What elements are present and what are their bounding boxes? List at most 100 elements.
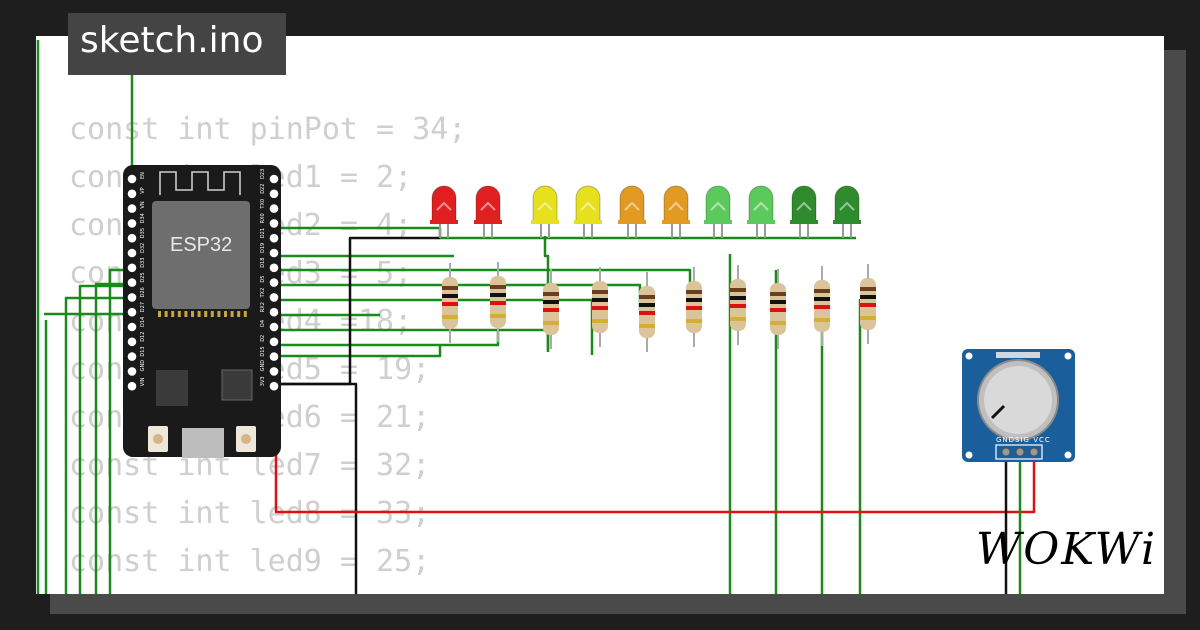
chip-pad [191, 311, 194, 317]
pin-left[interactable] [127, 337, 137, 347]
resistor-band [770, 292, 786, 296]
pin-right[interactable] [269, 352, 279, 361]
resistor[interactable] [814, 266, 830, 346]
pin-left[interactable] [127, 219, 137, 228]
wire-green[interactable] [78, 284, 131, 594]
wire-green[interactable] [270, 226, 442, 238]
pin-left[interactable] [127, 174, 137, 184]
pin-left[interactable] [127, 352, 137, 361]
code-line: const int led10 = 26; [69, 586, 466, 594]
pin-right[interactable] [269, 381, 279, 391]
pin-left[interactable] [127, 189, 137, 199]
resistor-band [686, 319, 702, 323]
pin-right[interactable] [269, 322, 279, 332]
wire-green[interactable] [858, 298, 864, 594]
pin-label-left: D14 [140, 317, 146, 327]
pin-label-left: VN [140, 201, 146, 208]
pin-right[interactable] [269, 248, 279, 258]
led-lightgreen[interactable] [747, 185, 775, 238]
esp32-board[interactable]: ENVPVND34D35D32D33D25D26D27D14D12D13GNDV… [123, 165, 281, 458]
pin-right[interactable] [269, 278, 279, 287]
resistor[interactable] [639, 272, 655, 352]
wire-red[interactable] [274, 400, 1036, 514]
chip-pad [158, 311, 161, 317]
led-highlight [796, 201, 812, 211]
mount-hole [1064, 352, 1072, 360]
chip-pad [237, 311, 241, 317]
led-rim [790, 220, 818, 224]
led-red[interactable] [474, 185, 502, 238]
resistor[interactable] [860, 264, 876, 344]
resistor[interactable] [770, 269, 786, 349]
led-rim [574, 220, 602, 224]
wire-green[interactable] [270, 345, 442, 358]
resistor-band [860, 316, 876, 320]
pin-left[interactable] [127, 233, 137, 243]
chip-pad [171, 311, 175, 317]
resistor-band [543, 292, 559, 296]
pin-right[interactable] [269, 367, 279, 376]
resistor-band [730, 296, 746, 300]
led-orange[interactable] [662, 185, 690, 238]
led-green[interactable] [790, 185, 818, 238]
wire-black[interactable] [270, 236, 440, 386]
code-line: const int led5 = 19; [69, 352, 431, 387]
pin-left[interactable] [127, 204, 137, 213]
pin-left[interactable] [127, 367, 137, 376]
led-yellow[interactable] [574, 185, 602, 238]
pot-pin-labels: GNDSIG VCC [996, 436, 1051, 444]
pin-left[interactable] [127, 381, 137, 391]
led-highlight [480, 201, 496, 211]
file-tab[interactable] [68, 13, 286, 75]
pin-right[interactable] [269, 337, 279, 347]
pin-right[interactable] [269, 293, 279, 302]
resistor-band [592, 319, 608, 323]
potentiometer[interactable] [962, 349, 1075, 462]
pin-right[interactable] [269, 204, 279, 213]
pin-left[interactable] [127, 307, 137, 317]
resistor-band [686, 290, 702, 294]
resistor[interactable] [490, 262, 506, 342]
resistor[interactable] [730, 265, 746, 345]
wire-green[interactable] [64, 296, 131, 594]
pot-pin[interactable] [1001, 447, 1011, 457]
resistor[interactable] [442, 263, 458, 343]
pin-right[interactable] [269, 263, 279, 273]
pin-right[interactable] [269, 233, 279, 243]
code-line: const int led9 = 25; [69, 544, 431, 579]
file-name[interactable]: sketch.ino [80, 20, 264, 61]
wire-green[interactable] [270, 328, 550, 352]
pin-left[interactable] [127, 248, 137, 258]
pin-left[interactable] [127, 322, 137, 332]
pin-right[interactable] [269, 219, 279, 228]
led-lightgreen[interactable] [704, 185, 732, 238]
pot-pin[interactable] [1015, 447, 1025, 457]
pin-label-left: VP [140, 187, 146, 193]
pin-right[interactable] [269, 189, 279, 199]
led-green[interactable] [833, 185, 861, 238]
resistor-band [770, 308, 786, 312]
led-yellow[interactable] [531, 185, 559, 238]
led-orange[interactable] [618, 185, 646, 238]
pin-left[interactable] [127, 278, 137, 287]
resistor[interactable] [543, 269, 559, 349]
pin-right[interactable] [269, 307, 279, 317]
pin-label-left: D32 [140, 243, 146, 253]
pin-right[interactable] [269, 174, 279, 184]
wire-green[interactable] [270, 330, 500, 347]
wire-black[interactable] [270, 382, 358, 594]
wire-green[interactable] [94, 282, 131, 594]
led-highlight [668, 201, 684, 211]
pot-pin[interactable] [1029, 447, 1039, 457]
usb-port[interactable] [182, 428, 224, 458]
led-row[interactable] [430, 185, 861, 238]
led-red[interactable] [430, 185, 458, 238]
resistor[interactable] [686, 267, 702, 347]
pin-left[interactable] [127, 263, 137, 273]
resistor-row[interactable] [442, 262, 876, 352]
resistor[interactable] [592, 267, 608, 347]
resistor-band [686, 306, 702, 310]
resistor-band [814, 305, 830, 309]
pin-left[interactable] [127, 293, 137, 302]
